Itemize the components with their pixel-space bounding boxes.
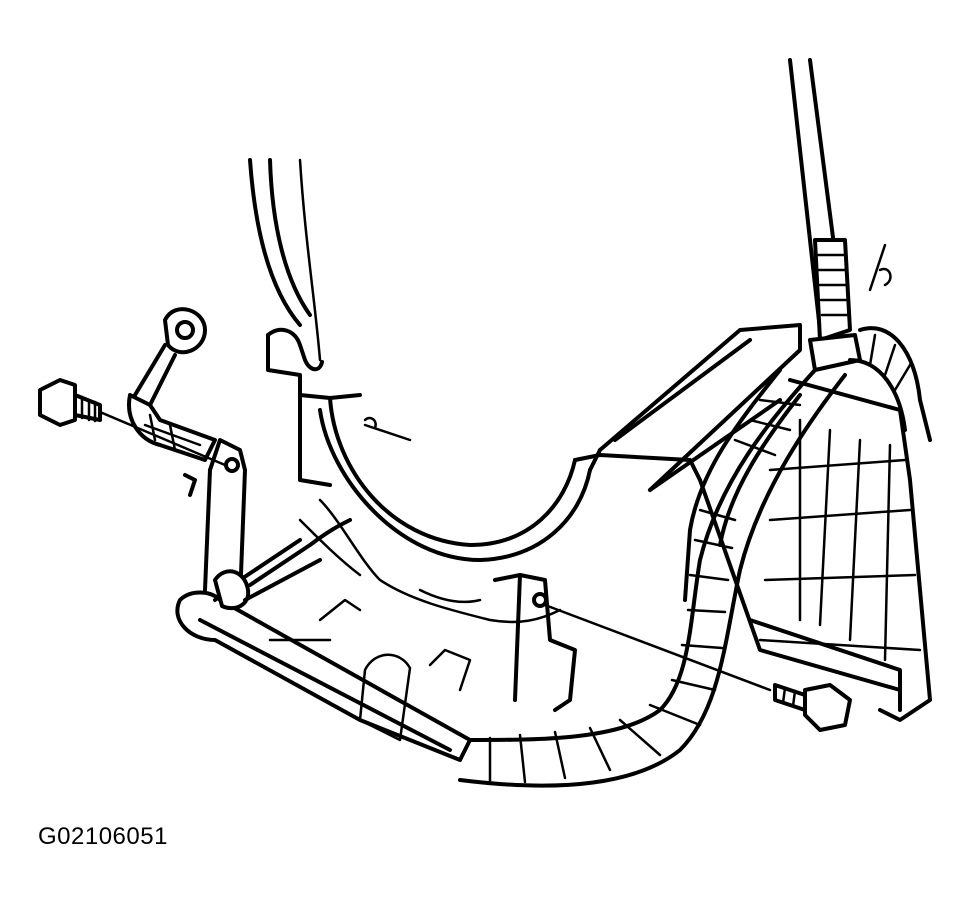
left-support-bracket: [183, 438, 247, 602]
lower-rail: [175, 518, 472, 762]
left-bolt: [38, 378, 227, 467]
center-bracket: [493, 573, 772, 712]
figure-code-label: G02106051: [38, 823, 168, 850]
ground-cable-terminal: [127, 307, 217, 462]
seal-wrinkles: [298, 498, 562, 624]
right-bolt: [773, 683, 852, 732]
panel-edge: [248, 158, 322, 362]
wiring-harness-main: [458, 326, 932, 788]
wiring-harness-vertical: [788, 58, 892, 372]
mounting-bracket: [266, 327, 702, 562]
heater-housing: [588, 323, 932, 722]
